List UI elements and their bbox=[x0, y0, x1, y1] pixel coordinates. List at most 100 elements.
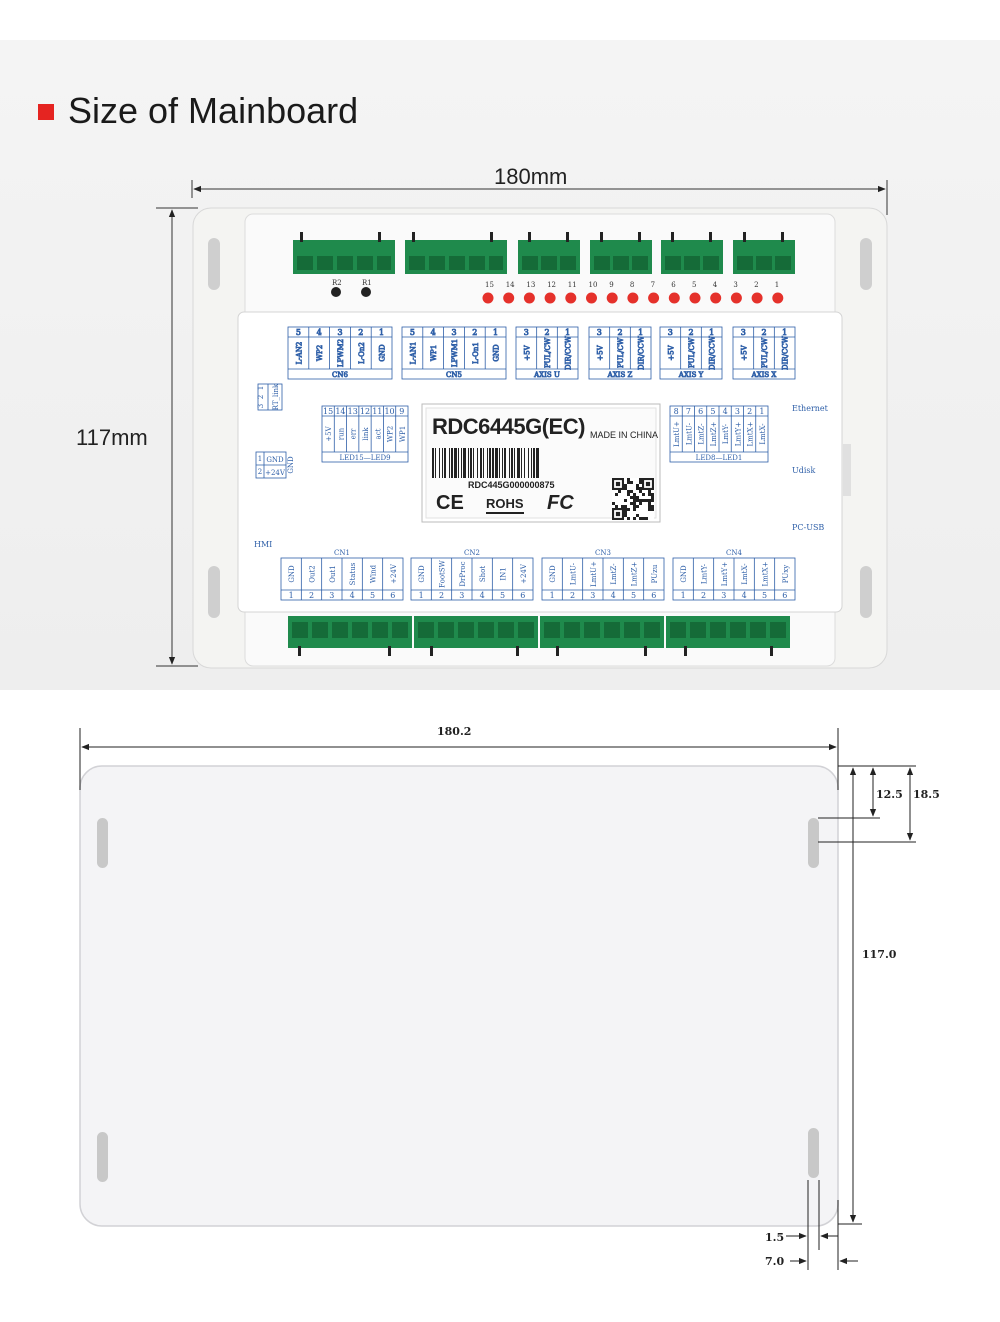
title-marker-square bbox=[38, 104, 54, 120]
barcode-bar bbox=[463, 448, 466, 478]
pin-label: Shot bbox=[479, 566, 487, 583]
ethernet-label: Ethernet bbox=[792, 404, 828, 413]
barcode-bar bbox=[432, 448, 434, 478]
pin-number: 6 bbox=[651, 591, 656, 600]
connector-name: AXIS X bbox=[751, 371, 777, 379]
pin-number: 3 bbox=[741, 328, 746, 337]
pin-number: 1 bbox=[638, 328, 643, 337]
connector-name: CN4 bbox=[726, 549, 742, 557]
hole-offset-bottom-label: 18.5 bbox=[913, 788, 940, 801]
relay-label: R2 bbox=[332, 279, 342, 287]
pin-label: +5V bbox=[596, 344, 604, 360]
pin-number: 2 bbox=[439, 591, 444, 600]
pin-number: 6 bbox=[520, 591, 525, 600]
barcode-bar bbox=[528, 448, 529, 478]
pin-number: 5 bbox=[710, 407, 715, 416]
pin-label: DIR/CCW bbox=[565, 335, 573, 370]
outline-drawing bbox=[79, 765, 839, 1227]
led-indicator bbox=[648, 292, 660, 304]
pin-label: +24V bbox=[265, 469, 286, 477]
pin-number: 5 bbox=[631, 591, 636, 600]
pin-number: 2 bbox=[761, 328, 766, 337]
led-number: 3 bbox=[733, 281, 737, 289]
outline-width-label: 180.2 bbox=[437, 725, 472, 738]
pin-number: 4 bbox=[317, 328, 322, 337]
pin-number: 3 bbox=[668, 328, 673, 337]
pin-number: 3 bbox=[597, 328, 602, 337]
pin-number: 5 bbox=[370, 591, 375, 600]
pin-label: LmtZ- bbox=[610, 563, 618, 585]
led-number: 14 bbox=[506, 281, 515, 289]
led-number: 5 bbox=[692, 281, 696, 289]
barcode-bar bbox=[483, 448, 484, 478]
led-indicator bbox=[523, 292, 535, 304]
barcode-bar bbox=[477, 448, 478, 478]
pin-number: 6 bbox=[390, 591, 395, 600]
led-indicator bbox=[606, 292, 618, 304]
pin-number: 3 bbox=[735, 407, 740, 416]
pin-label: Wind bbox=[370, 564, 378, 583]
barcode-bar bbox=[504, 448, 506, 478]
led-indicator bbox=[751, 292, 763, 304]
pin-number: 1 bbox=[759, 407, 764, 416]
barcode-bar bbox=[509, 448, 510, 478]
led-number: 10 bbox=[589, 281, 598, 289]
photo-dimension-lines bbox=[156, 180, 888, 667]
pin-label: WP1 bbox=[430, 345, 438, 361]
pin-label: LmtZ+ bbox=[631, 561, 639, 586]
barcode-bar bbox=[517, 448, 520, 478]
led-number: 11 bbox=[568, 281, 577, 289]
barcode-bar bbox=[444, 448, 446, 478]
bottom-terminal-blocks bbox=[288, 616, 790, 656]
pin-label: PUxy bbox=[782, 565, 790, 583]
pin-number: 13 bbox=[348, 407, 358, 416]
pin-number: 1 bbox=[565, 328, 570, 337]
led-number: 9 bbox=[609, 281, 613, 289]
pin-label: GND bbox=[418, 565, 426, 583]
pin-label: LmtY- bbox=[722, 423, 730, 444]
udisk-label: Udisk bbox=[792, 466, 816, 475]
barcode-bar bbox=[536, 448, 539, 478]
pin-label: +24V bbox=[520, 563, 528, 584]
pin-label: DIR/CCW bbox=[709, 335, 717, 370]
pin-label: LmtY+ bbox=[721, 562, 729, 587]
pin-label: LmtY- bbox=[701, 563, 709, 584]
barcode-bar bbox=[502, 448, 503, 478]
pin-label: LmtU- bbox=[570, 562, 578, 585]
led-number: 7 bbox=[651, 281, 655, 289]
pin-number: 1 bbox=[258, 455, 262, 463]
pin-label: WP2 bbox=[316, 345, 324, 361]
pin-number: 2 bbox=[257, 395, 265, 399]
pin-label: PUL/CW bbox=[688, 337, 696, 368]
rtlink-label: RT_link bbox=[272, 383, 280, 410]
pin-number: 3 bbox=[590, 591, 595, 600]
hmi-label: HMI bbox=[254, 540, 273, 549]
connector-name: AXIS U bbox=[533, 371, 560, 379]
led-indicator bbox=[482, 292, 494, 304]
pin-number: 2 bbox=[358, 328, 363, 337]
model-name: RDC6445G(EC) bbox=[432, 414, 585, 439]
board-height-label: 117mm bbox=[76, 425, 148, 450]
pin-number: 5 bbox=[500, 591, 505, 600]
pin-label: Out2 bbox=[309, 565, 317, 583]
pin-number: 5 bbox=[410, 328, 415, 337]
pin-number: 1 bbox=[257, 386, 265, 390]
pin-label: L-On2 bbox=[358, 342, 366, 364]
barcode-bar bbox=[480, 448, 482, 478]
connector-name: CN6 bbox=[332, 371, 348, 379]
hole-offset-top-label: 12.5 bbox=[876, 788, 903, 801]
pin-number: 2 bbox=[472, 328, 477, 337]
pin-label: LmtU- bbox=[685, 422, 693, 445]
pin-label: LmtY+ bbox=[734, 422, 742, 447]
pin-label: Status bbox=[349, 562, 357, 585]
pin-label: IN1 bbox=[500, 567, 508, 580]
board-width-label: 180mm bbox=[494, 164, 568, 189]
pin-number: 11 bbox=[372, 407, 382, 416]
barcode-bar bbox=[511, 448, 513, 478]
connector-name: AXIS Z bbox=[607, 371, 633, 379]
pin-label: LmtX+ bbox=[747, 421, 755, 446]
